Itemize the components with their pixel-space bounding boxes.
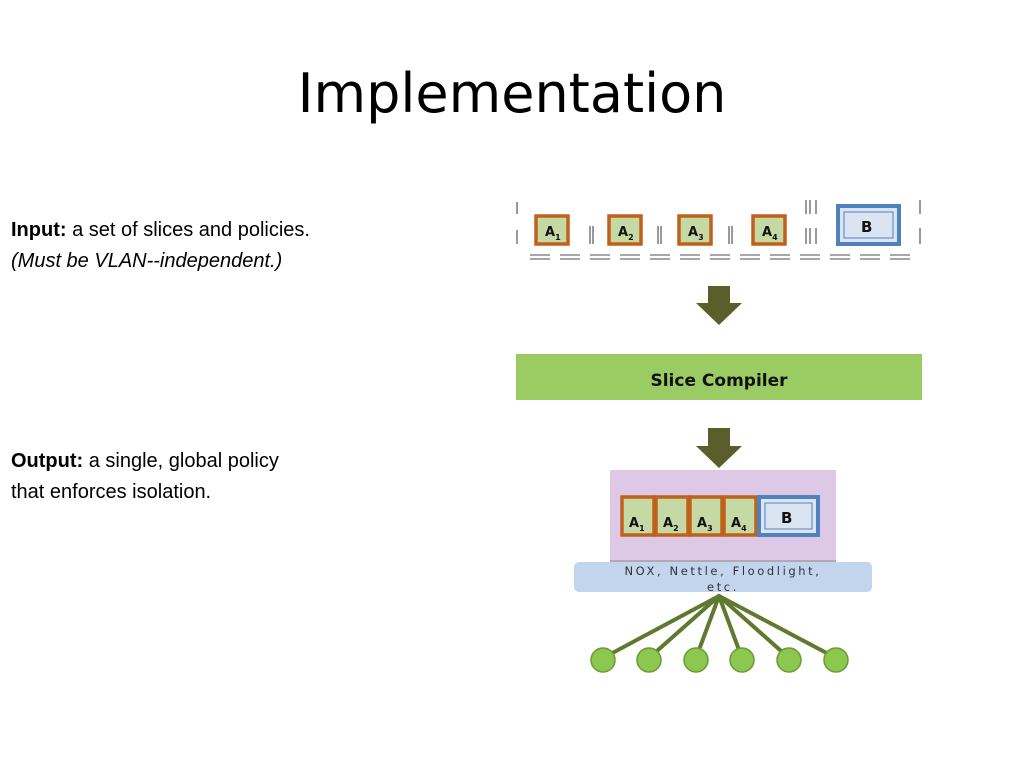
input-slice-a2: A2 [607, 214, 643, 246]
output-text: a single, global policy [83, 450, 279, 472]
switch-links [601, 594, 838, 660]
output-slice-b-label: B [781, 509, 792, 527]
input-row-baseline [530, 254, 910, 260]
svg-text:A4: A4 [731, 516, 747, 533]
svg-text:A3: A3 [688, 225, 704, 242]
output-slice-a2: A2 [654, 495, 690, 537]
switch-node [729, 647, 755, 673]
svg-text:A2: A2 [618, 225, 634, 242]
output-label: Output: [11, 450, 84, 472]
input-slice-a1: A1 [534, 214, 570, 246]
input-slice-a3-sub: 3 [698, 233, 704, 242]
output-slice-a3-sub: 3 [707, 524, 713, 533]
input-slice-b-label: B [861, 218, 872, 236]
output-slice-a4-sub: 4 [741, 524, 747, 533]
input-slice-a1-label: A [545, 225, 555, 240]
slice-compiler-label: Slice Compiler [650, 371, 788, 391]
input-slice-a1-sub: 1 [555, 233, 561, 242]
input-slice-a4-sub: 4 [772, 233, 778, 242]
output-slice-a1: A1 [620, 495, 656, 537]
output-slice-b: B [757, 495, 820, 537]
input-slice-a3: A3 [677, 214, 713, 246]
input-label: Input: [11, 219, 67, 241]
svg-text:A4: A4 [762, 225, 778, 242]
output-slice-a1-label: A [629, 516, 639, 531]
input-slice-a4: A4 [751, 214, 787, 246]
input-slice-a3-label: A [688, 225, 698, 240]
output-slice-a3-label: A [697, 516, 707, 531]
output-slice-a3: A3 [688, 495, 724, 537]
switch-node [590, 647, 616, 673]
input-slice-a4-label: A [762, 225, 772, 240]
input-slice-a2-label: A [618, 225, 628, 240]
switch-node [823, 647, 849, 673]
input-line: Input: a set of slices and policies. [11, 215, 391, 246]
slide-title: Implementation [297, 62, 727, 125]
input-note: (Must be VLAN--independent.) [11, 250, 283, 272]
switch-node [776, 647, 802, 673]
input-description: Input: a set of slices and policies. (Mu… [11, 215, 391, 277]
output-slice-a4: A4 [722, 495, 758, 537]
input-row-separators [516, 200, 921, 244]
down-arrow-icon [696, 286, 742, 325]
down-arrow-icon [696, 428, 742, 468]
svg-text:A1: A1 [629, 516, 645, 533]
controller-platform-label: NOX, Nettle, Floodlight, [624, 564, 821, 578]
output-line: Output: a single, global policy [11, 446, 371, 477]
input-slice-b: B [836, 204, 901, 246]
input-slice-a2-sub: 2 [628, 233, 634, 242]
controller-platform-label-2: etc. [707, 580, 739, 594]
switch-node [683, 647, 709, 673]
svg-text:A2: A2 [663, 516, 679, 533]
controller-platform-bar: NOX, Nettle, Floodlight, etc. [574, 562, 872, 594]
output-slice-a2-sub: 2 [673, 524, 679, 533]
svg-text:A1: A1 [545, 225, 561, 242]
svg-text:A3: A3 [697, 516, 713, 533]
switch-nodes [590, 647, 849, 673]
slice-compiler-box: Slice Compiler [516, 354, 922, 400]
output-slice-a2-label: A [663, 516, 673, 531]
switch-node [636, 647, 662, 673]
output-text-2: that enforces isolation. [11, 481, 212, 503]
output-slice-a1-sub: 1 [639, 524, 645, 533]
output-description: Output: a single, global policy that enf… [11, 446, 371, 508]
input-text: a set of slices and policies. [66, 219, 310, 241]
output-slice-a4-label: A [731, 516, 741, 531]
